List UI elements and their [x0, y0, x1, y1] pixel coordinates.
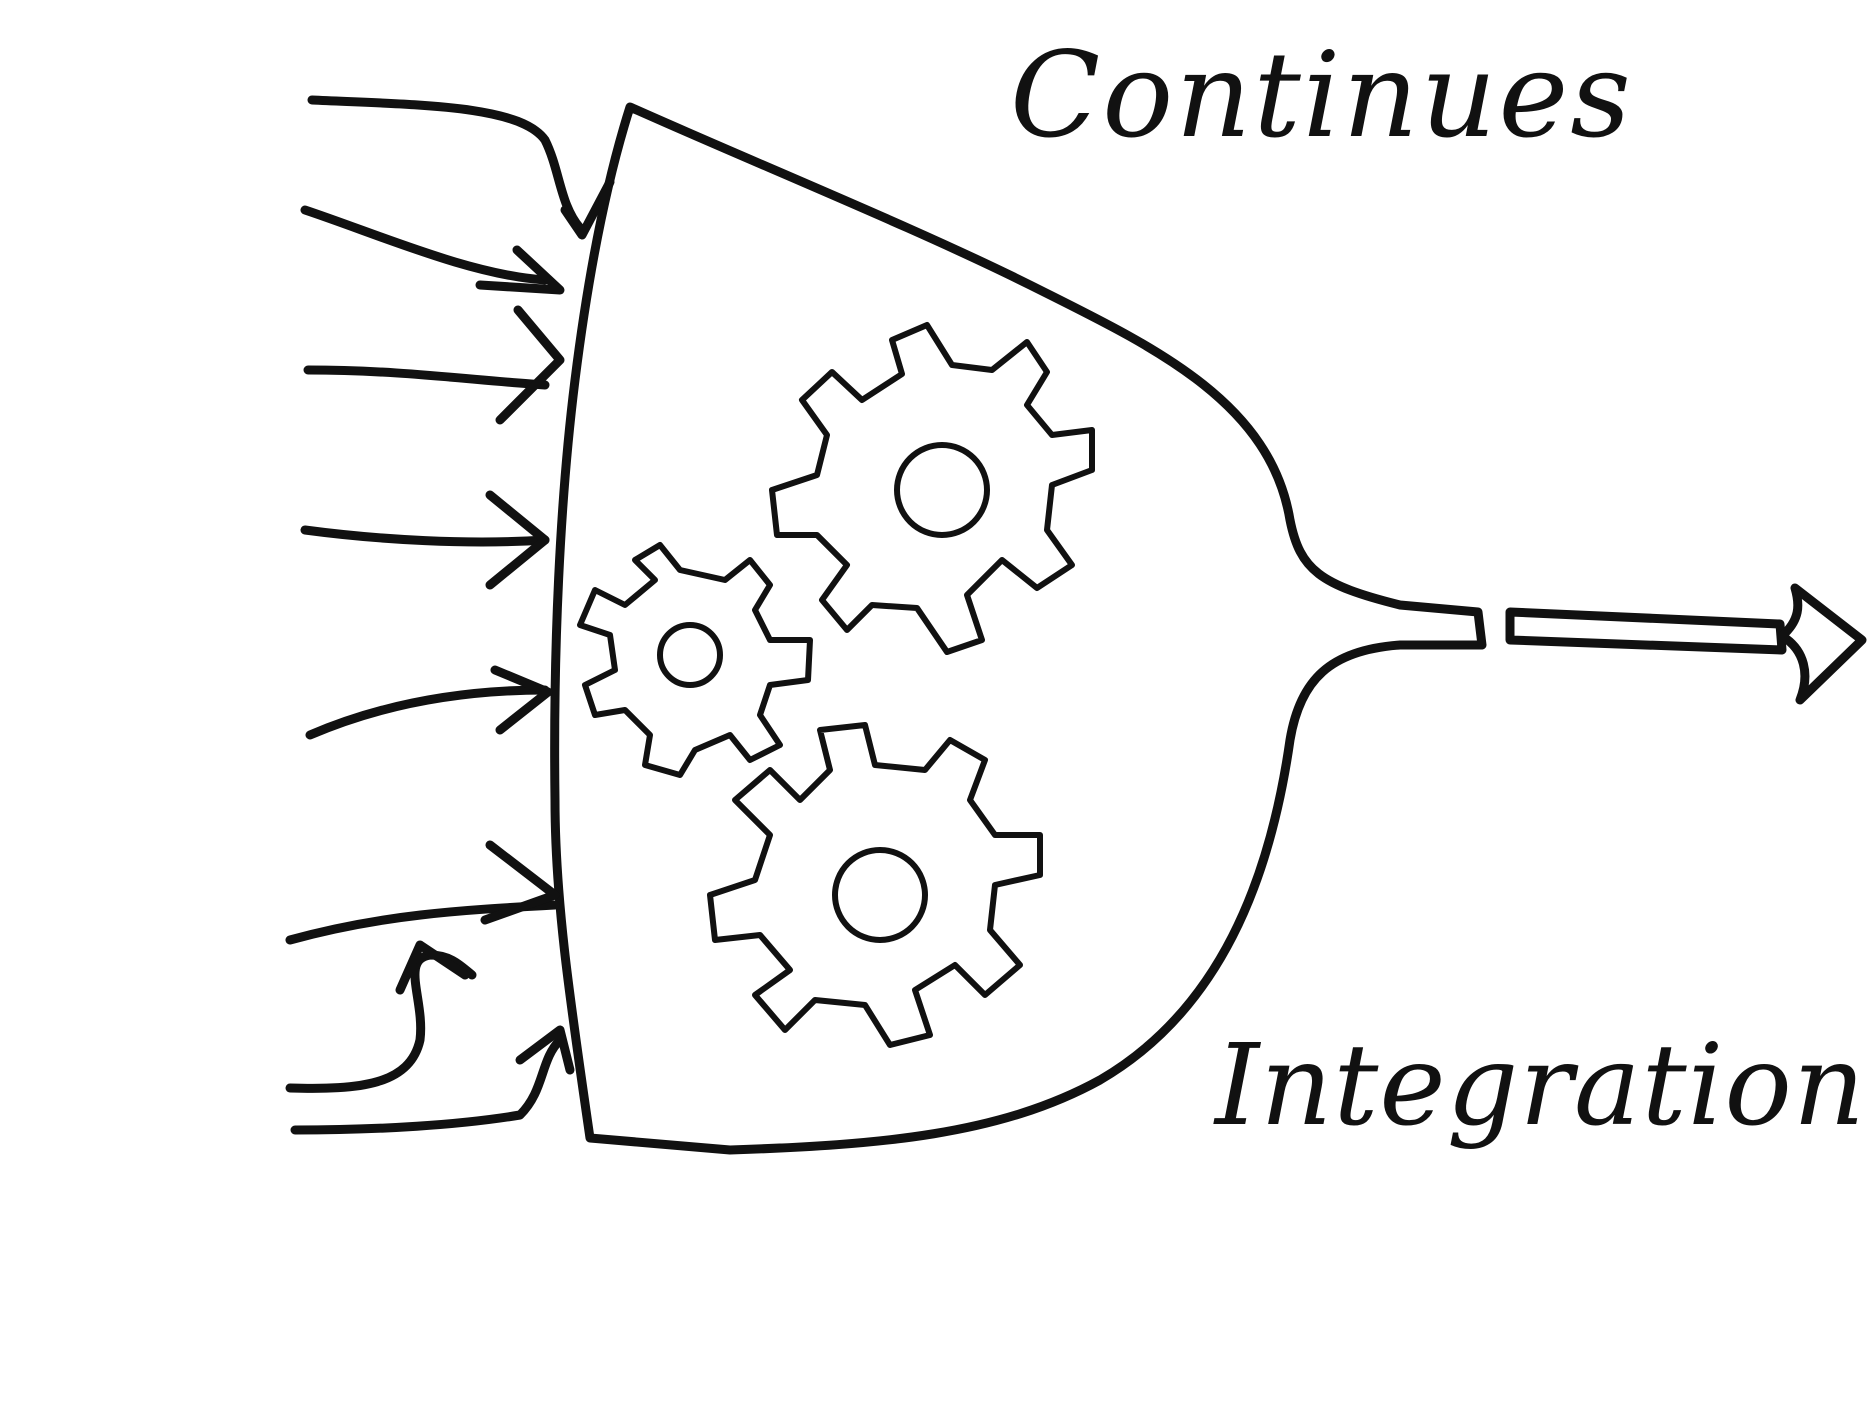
input-arrow-5	[305, 685, 550, 740]
input-arrow-7	[285, 950, 477, 1093]
output-arrow	[1505, 583, 1867, 705]
input-arrow-1	[307, 95, 585, 233]
label-continues: Continues	[1010, 26, 1633, 164]
input-arrow-8	[290, 1035, 565, 1135]
label-integration: Integration	[1215, 1021, 1867, 1151]
input-arrows	[285, 95, 615, 1135]
input-arrow-3	[303, 365, 550, 390]
large-gear-top	[769, 322, 1095, 655]
input-arrow-4	[300, 525, 550, 547]
large-gear-bottom	[707, 722, 1043, 1048]
funnel	[550, 102, 1487, 1155]
small-gear-left	[577, 542, 813, 778]
input-arrow-2	[300, 205, 550, 285]
